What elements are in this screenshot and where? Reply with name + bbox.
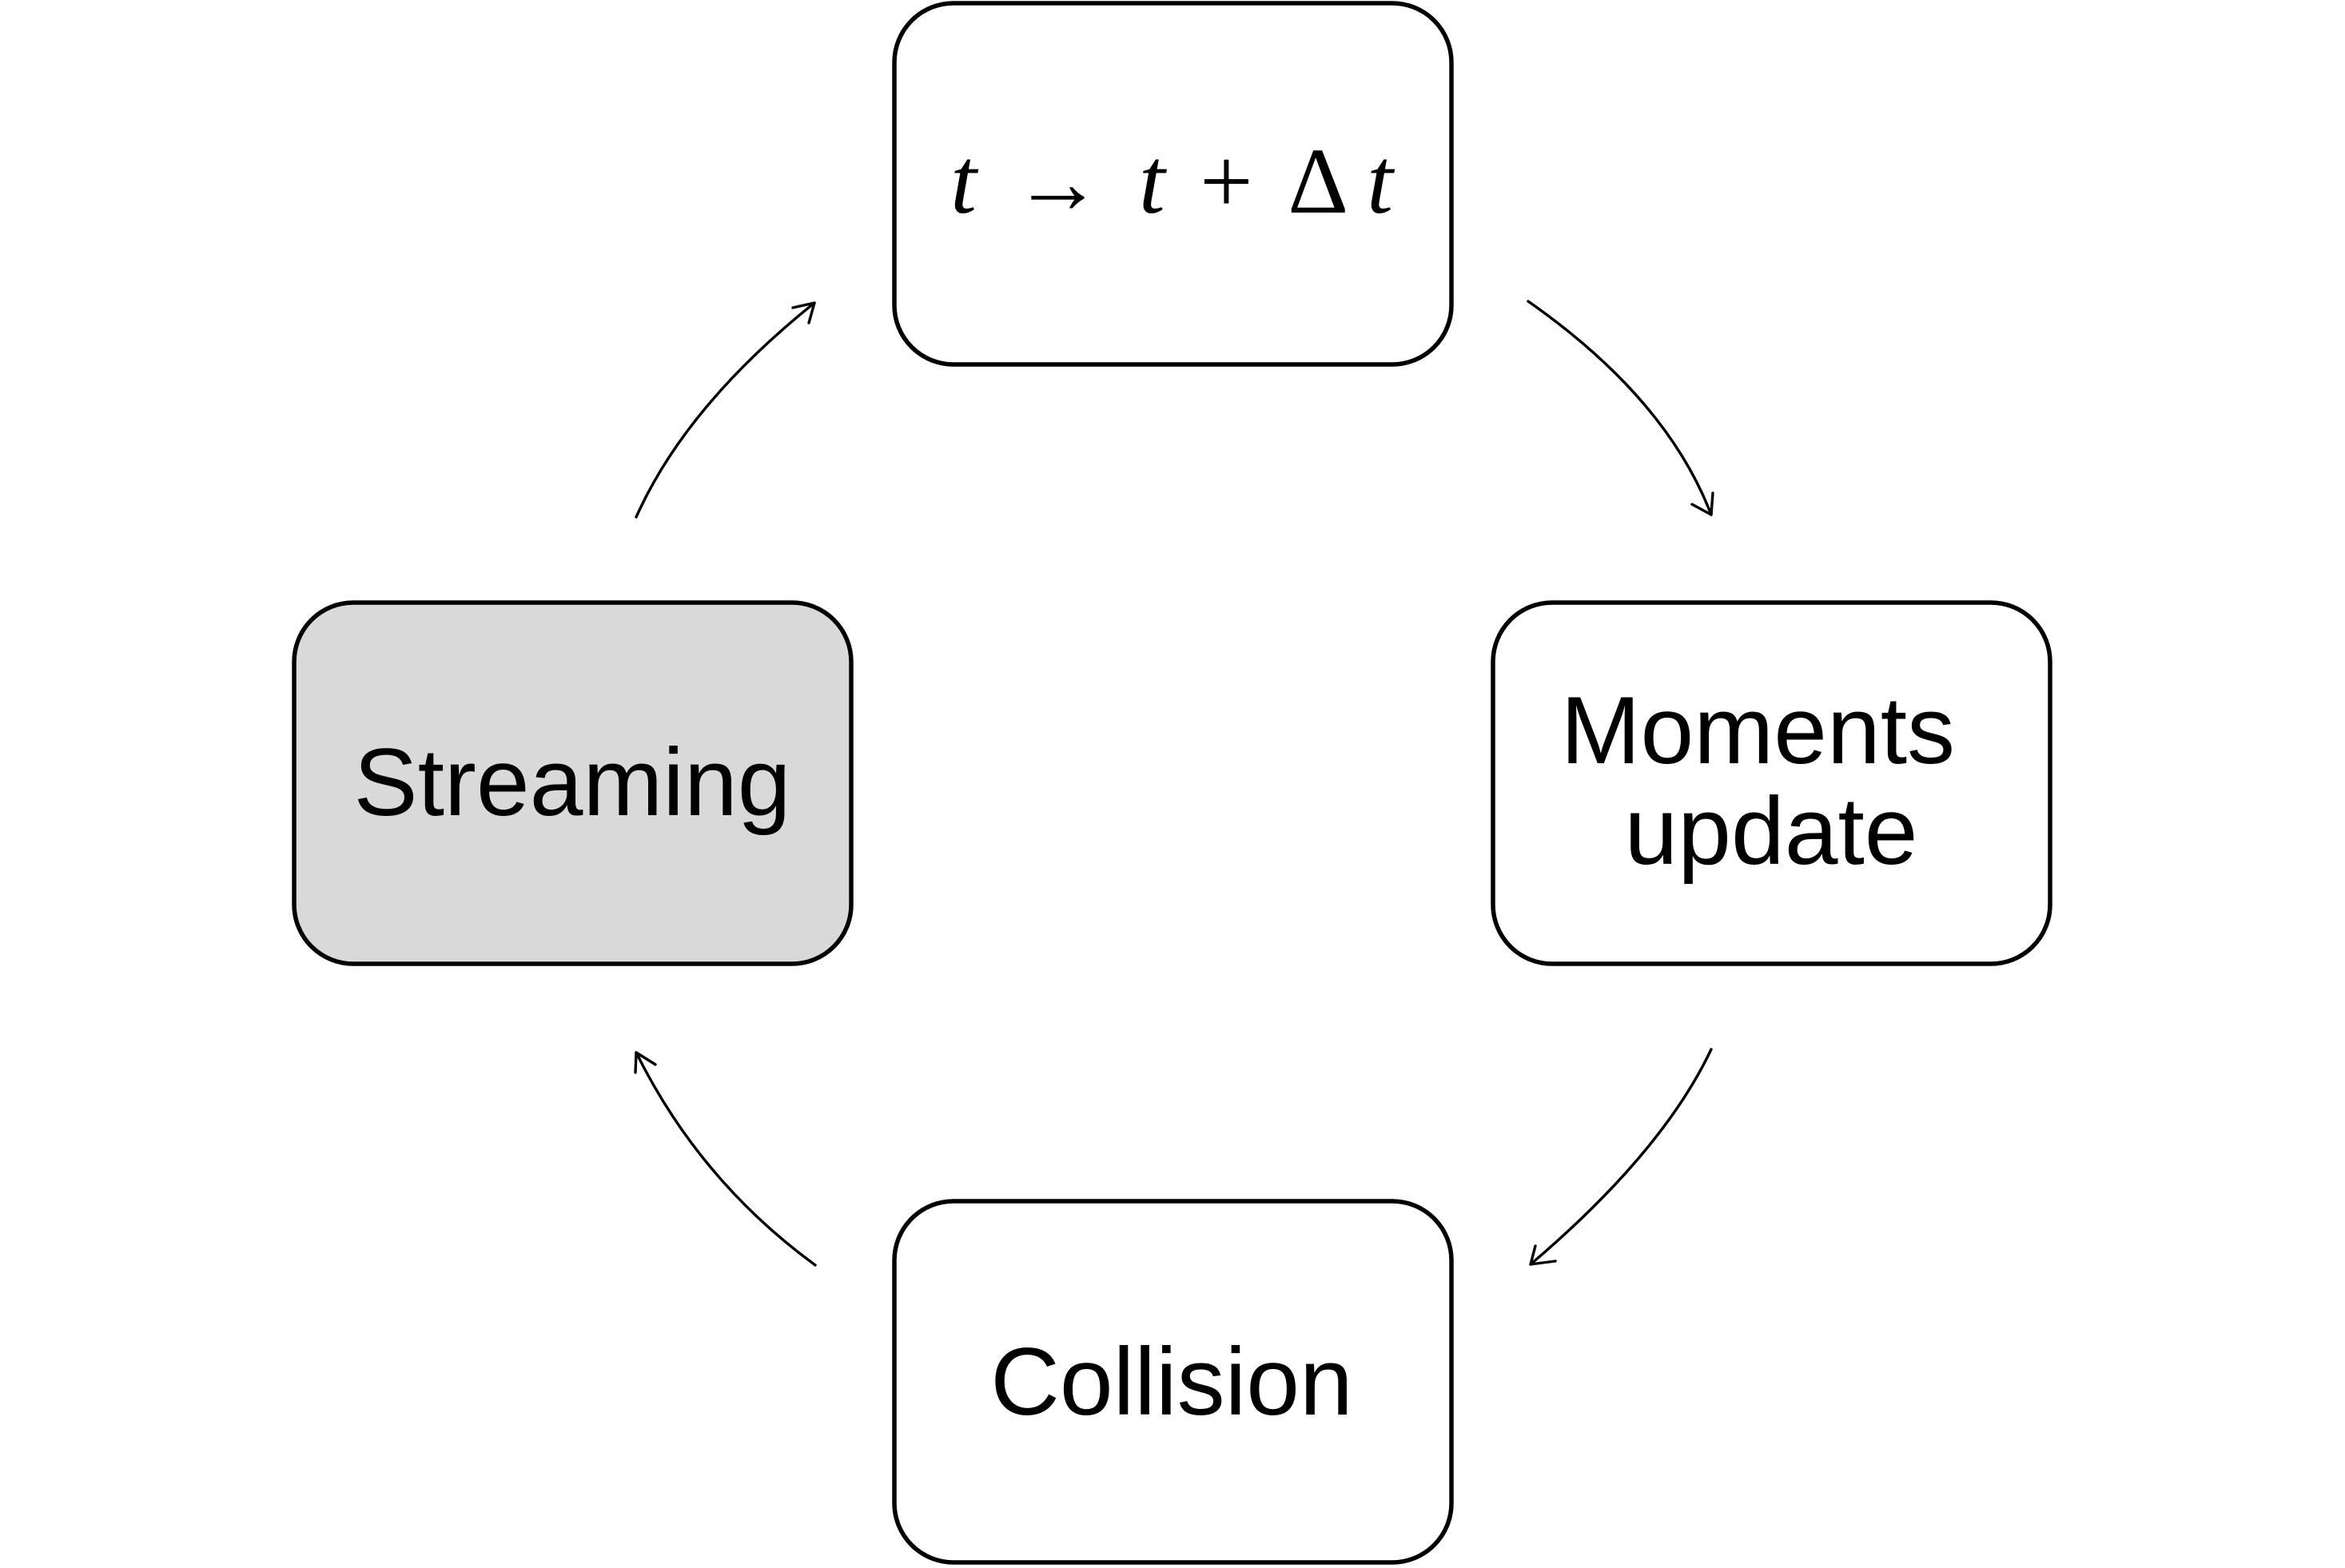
streaming-label: Streaming <box>354 729 791 836</box>
math-plus: + <box>1200 129 1253 233</box>
edge-collision-to-streaming <box>634 1051 817 1267</box>
math-var-t: t <box>1367 129 1395 233</box>
node-box <box>1491 600 2052 966</box>
node-moments-update: Moments update <box>1491 600 2052 966</box>
node-box <box>292 600 854 966</box>
node-streaming: Streaming <box>292 600 854 966</box>
node-collision: Collision <box>892 1199 1454 1565</box>
time-step-label: t → t + Δ t <box>950 129 1395 233</box>
connector-curve <box>635 1051 817 1267</box>
label-line-2: update <box>1624 778 1917 885</box>
connector-curve <box>635 301 816 519</box>
label-line-1: Moments <box>1561 677 1955 784</box>
arrowhead <box>1690 491 1714 516</box>
arrowhead <box>1529 1244 1557 1266</box>
edge-time-step-to-moments-update <box>1527 300 1714 516</box>
node-box <box>892 1 1454 367</box>
collision-label: Collision <box>990 1328 1353 1435</box>
arrowhead <box>634 1051 657 1074</box>
math-var-t: t <box>1139 129 1168 233</box>
math-var-t: t <box>950 129 979 233</box>
edge-streaming-to-time-step <box>635 301 816 519</box>
node-box <box>892 1199 1454 1565</box>
connector-curve <box>1529 1048 1713 1266</box>
moments-update-label: Moments update <box>1561 677 1982 885</box>
edge-moments-update-to-collision <box>1529 1048 1713 1266</box>
connector-curve <box>1527 300 1713 516</box>
math-delta: Δ <box>1288 129 1345 233</box>
math-arrow: → <box>1013 133 1102 233</box>
node-time-step: t → t + Δ t <box>892 1 1454 367</box>
arrowhead <box>791 301 816 324</box>
